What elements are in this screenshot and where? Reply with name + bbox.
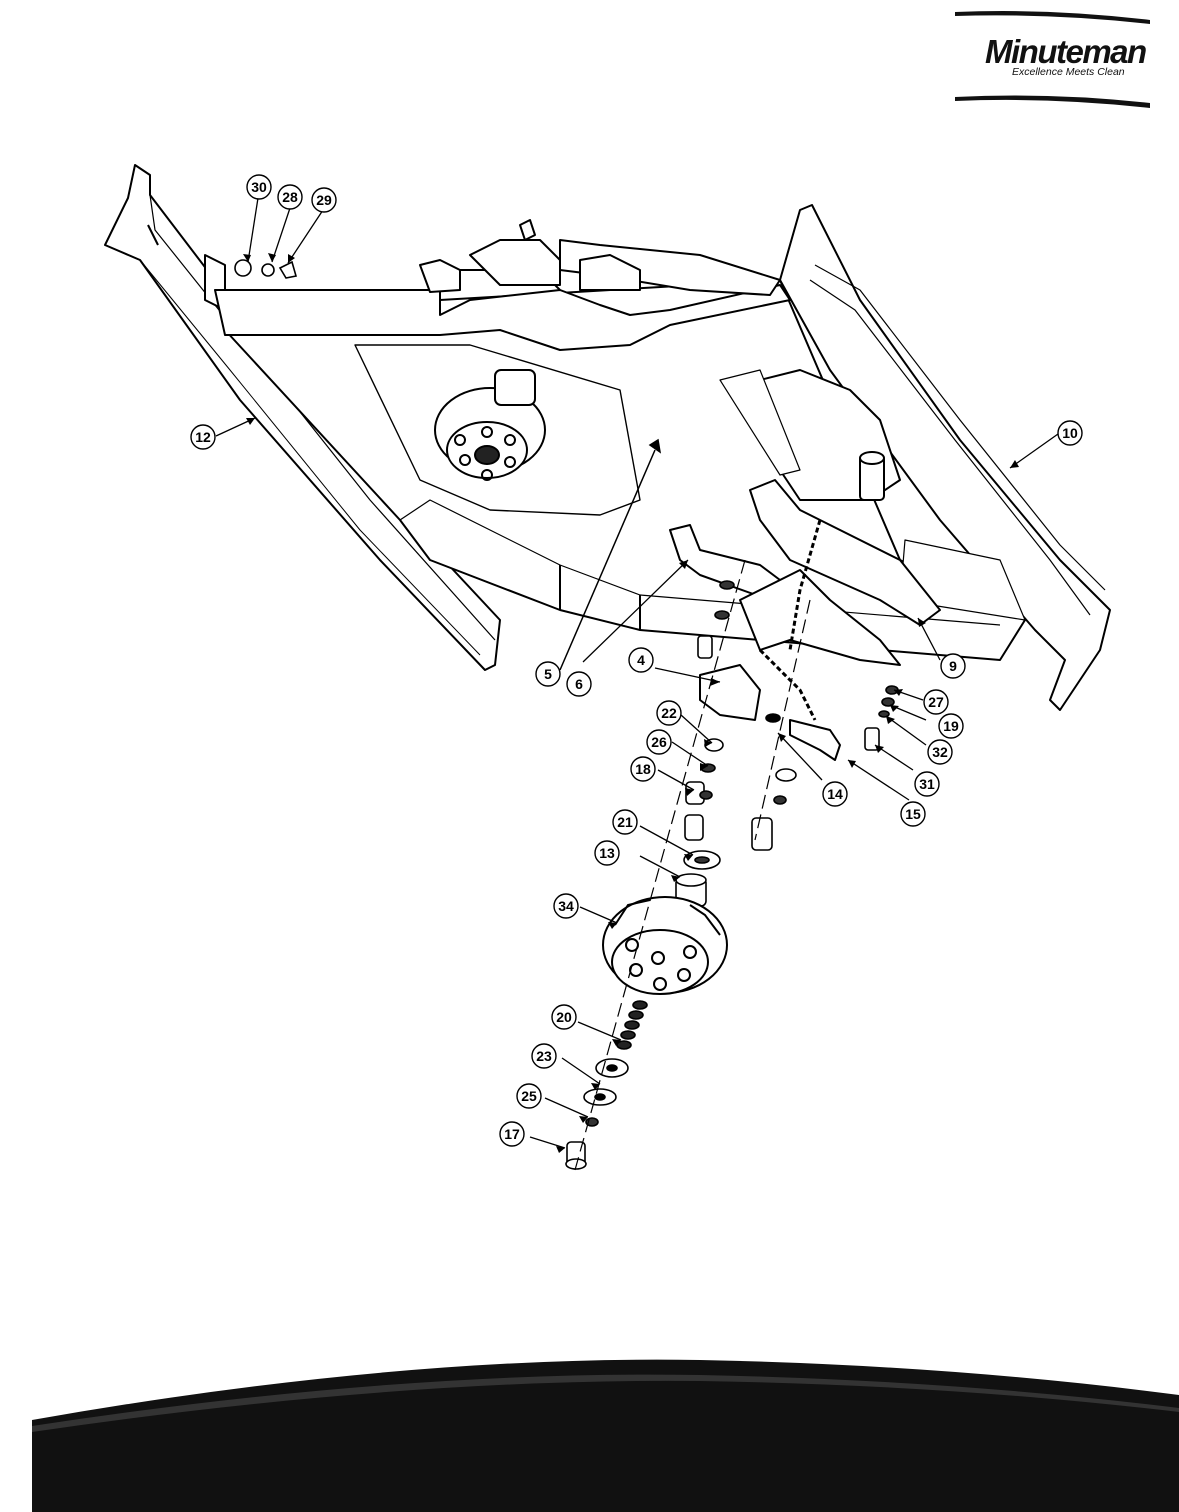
callout-25-circle bbox=[516, 1083, 542, 1109]
left-brush-hub bbox=[434, 369, 546, 481]
callout-22: 22 bbox=[661, 705, 677, 721]
callout-18: 18 bbox=[635, 761, 651, 777]
callout-28: 28 bbox=[282, 189, 298, 205]
hardware-details bbox=[234, 259, 899, 907]
pivot-bracket bbox=[699, 664, 761, 721]
callout-4-circle bbox=[628, 647, 654, 673]
assembly-axes bbox=[574, 559, 811, 1171]
callout-32: 32 bbox=[932, 744, 948, 760]
callout-28-circle bbox=[277, 184, 303, 210]
callout-21-circle bbox=[612, 809, 638, 835]
callout-12-circle bbox=[190, 424, 216, 450]
callout-19: 19 bbox=[943, 718, 959, 734]
logo-swoosh bbox=[955, 11, 1150, 108]
leader-lines bbox=[215, 197, 1059, 1149]
callout-34-circle bbox=[553, 893, 579, 919]
callout-29-circle bbox=[311, 187, 337, 213]
brush-hub-34 bbox=[602, 896, 728, 995]
callout-23-circle bbox=[531, 1043, 557, 1069]
footer-swoosh bbox=[32, 1359, 1179, 1512]
callout-14-circle bbox=[822, 781, 848, 807]
callout-14: 14 bbox=[827, 786, 843, 802]
callout-23: 23 bbox=[536, 1048, 552, 1064]
callout-18-circle bbox=[630, 756, 656, 782]
callout-6-circle bbox=[566, 671, 592, 697]
callout-22-circle bbox=[656, 700, 682, 726]
lever-arm bbox=[789, 719, 841, 761]
callout-21: 21 bbox=[617, 814, 633, 830]
callout-30: 30 bbox=[251, 179, 267, 195]
callout-27: 27 bbox=[928, 694, 944, 710]
brush-bracket-right bbox=[749, 479, 941, 626]
deck-assembly bbox=[104, 164, 1111, 761]
callout-12: 12 bbox=[195, 429, 211, 445]
lower-fastener-stack bbox=[565, 1000, 648, 1170]
callout-20: 20 bbox=[556, 1009, 572, 1025]
callout-17: 17 bbox=[504, 1126, 520, 1142]
callout-26: 26 bbox=[651, 734, 667, 750]
callout-labels: 30 28 29 12 10 5 6 4 9 27 19 32 31 22 26… bbox=[195, 179, 1078, 1142]
brand-tagline: Excellence Meets Clean bbox=[1012, 66, 1125, 78]
callout-26-circle bbox=[646, 729, 672, 755]
direction-arrow bbox=[559, 438, 662, 671]
callout-31-circle bbox=[914, 771, 940, 797]
callout-15: 15 bbox=[905, 806, 921, 822]
leader-arrowheads bbox=[243, 253, 1019, 1153]
callout-27-circle bbox=[923, 689, 949, 715]
callout-31: 31 bbox=[919, 776, 935, 792]
callout-15-circle bbox=[900, 801, 926, 827]
callout-5-circle bbox=[535, 661, 561, 687]
callout-6: 6 bbox=[575, 676, 583, 692]
callout-32-circle bbox=[927, 739, 953, 765]
callout-10-circle bbox=[1057, 420, 1083, 446]
callout-13: 13 bbox=[599, 845, 615, 861]
callout-19-circle bbox=[938, 713, 964, 739]
callout-4: 4 bbox=[637, 652, 645, 668]
callout-13-circle bbox=[594, 840, 620, 866]
callout-30-circle bbox=[246, 174, 272, 200]
callout-34: 34 bbox=[558, 898, 574, 914]
callout-25: 25 bbox=[521, 1088, 537, 1104]
callout-9: 9 bbox=[949, 658, 957, 674]
callout-5: 5 bbox=[544, 666, 552, 682]
callout-9-circle bbox=[940, 653, 966, 679]
support-plate bbox=[739, 569, 901, 666]
callout-balloons bbox=[190, 174, 1083, 1147]
front-crossbar bbox=[214, 284, 791, 351]
callout-17-circle bbox=[499, 1121, 525, 1147]
brand-name: Minuteman bbox=[985, 33, 1147, 70]
callout-10: 10 bbox=[1062, 425, 1078, 441]
callout-29: 29 bbox=[316, 192, 332, 208]
callout-20-circle bbox=[551, 1004, 577, 1030]
